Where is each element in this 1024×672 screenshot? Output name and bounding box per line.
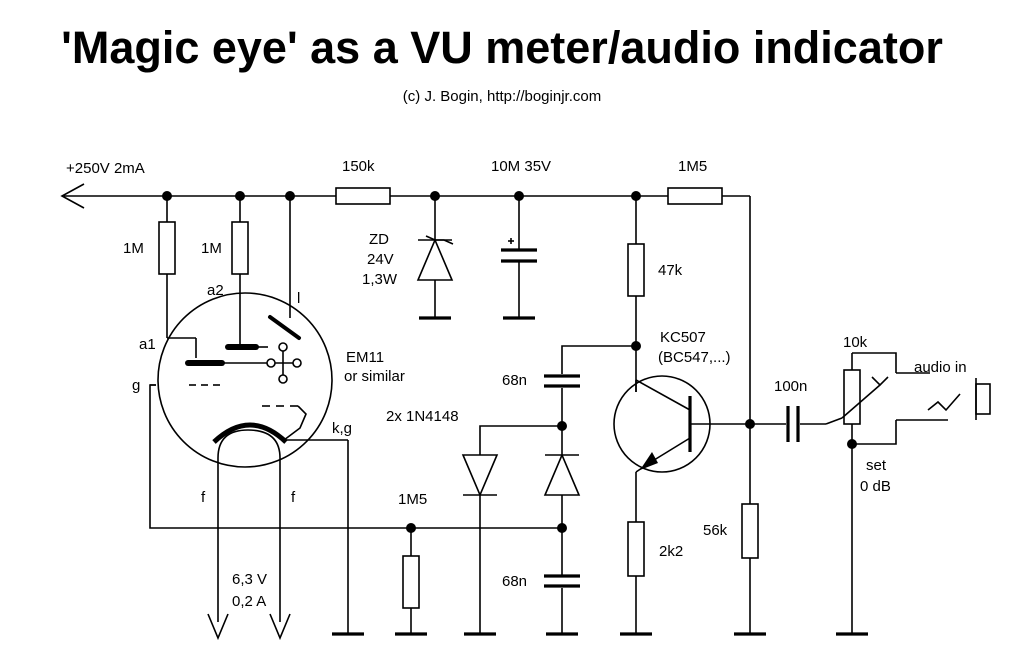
audio-jack xyxy=(896,372,991,421)
resistor-2k2-label: 2k2 xyxy=(659,543,683,560)
zener-label-1: ZD xyxy=(369,231,389,248)
page-subtitle: (c) J. Bogin, http://boginjr.com xyxy=(402,88,602,105)
resistor-1m5-top-label: 1M5 xyxy=(678,158,707,175)
resistor-1m-a2 xyxy=(231,196,249,346)
diode-right xyxy=(543,452,581,575)
pin-l-label: l xyxy=(297,290,300,307)
potentiometer-10k xyxy=(836,352,897,636)
transistor-label-2: (BC547,...) xyxy=(658,349,731,366)
capacitor-100n-label: 100n xyxy=(774,378,807,395)
heater-voltage-label: 6,3 V xyxy=(232,571,267,588)
pin-f1-label: f xyxy=(201,489,206,506)
transistor-label-1: KC507 xyxy=(660,329,706,346)
zener-label-2: 24V xyxy=(367,251,394,268)
pin-f2-label: f xyxy=(291,489,296,506)
set-label-1: set xyxy=(866,457,887,474)
pin-kg-label: k,g xyxy=(332,420,352,437)
resistor-47k-label: 47k xyxy=(658,262,683,279)
pin-g-label: g xyxy=(132,377,140,394)
pin-a2-label: a2 xyxy=(207,282,224,299)
capacitor-68n-top-label: 68n xyxy=(502,372,527,389)
capacitor-68n-bottom xyxy=(544,574,580,636)
resistor-1m-a1-label: 1M xyxy=(123,240,144,257)
capacitor-10m xyxy=(501,196,537,320)
zener-label-3: 1,3W xyxy=(362,271,398,288)
resistor-47k xyxy=(627,196,645,392)
resistor-1m-a2-label: 1M xyxy=(201,240,222,257)
zener-diode xyxy=(416,196,454,320)
tube-label-1: EM11 xyxy=(346,349,384,366)
resistor-1m5-bottom-label: 1M5 xyxy=(398,491,427,508)
set-label-2: 0 dB xyxy=(860,478,891,495)
diode-left xyxy=(461,425,562,636)
tube-em11 xyxy=(150,292,348,622)
potentiometer-label: 10k xyxy=(843,334,868,351)
resistor-1m5-top xyxy=(667,187,751,424)
junction-dot xyxy=(847,439,857,449)
tube-deflector-l xyxy=(268,315,301,340)
grid-wire xyxy=(149,384,560,529)
capacitor-68n-bottom-label: 68n xyxy=(502,573,527,590)
page-title: 'Magic eye' as a VU meter/audio indicato… xyxy=(61,22,943,73)
diodes-label: 2x 1N4148 xyxy=(386,408,459,425)
resistor-2k2 xyxy=(620,521,652,636)
audio-in-label: audio in xyxy=(914,359,967,376)
heater-current-label: 0,2 A xyxy=(232,593,266,610)
resistor-1m5-bottom xyxy=(395,528,427,636)
resistor-56k xyxy=(734,424,766,636)
resistor-150k xyxy=(335,187,391,205)
resistor-150k-label: 150k xyxy=(342,158,375,175)
capacitor-68n-top xyxy=(544,345,636,455)
pin-a1-label: a1 xyxy=(139,336,156,353)
cathode-ground xyxy=(332,440,364,636)
tube-label-2: or similar xyxy=(344,368,405,385)
junction-dot xyxy=(557,523,567,533)
resistor-1m-a1 xyxy=(158,196,197,358)
resistor-56k-label: 56k xyxy=(703,522,728,539)
transistor-kc507 xyxy=(613,375,750,522)
supply-label: +250V 2mA xyxy=(66,160,145,177)
capacitor-100n xyxy=(750,406,843,442)
capacitor-10m-label: 10M 35V xyxy=(491,158,551,175)
